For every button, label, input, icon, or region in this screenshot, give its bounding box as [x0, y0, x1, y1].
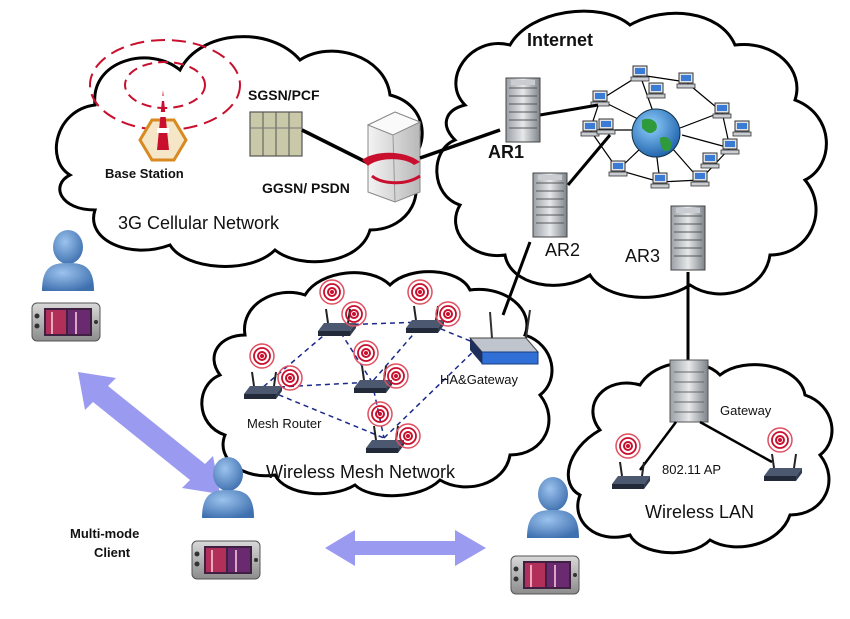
client-device-icon-2 — [191, 540, 261, 580]
sgsn-pcf-icon — [249, 111, 303, 157]
mesh-network-label: Wireless Mesh Network — [266, 462, 456, 482]
ar2-router-icon — [532, 172, 568, 238]
wlan-gateway-icon — [669, 359, 709, 423]
internet-label: Internet — [527, 30, 593, 50]
ar3-router-icon — [670, 205, 706, 271]
client-person-icon-1 — [42, 230, 94, 291]
client-device-icon-1 — [31, 302, 101, 342]
ar3-label: AR3 — [625, 246, 660, 266]
ar2-ring-link — [566, 134, 612, 186]
ar1-label: AR1 — [488, 142, 524, 162]
ar2-ha-link — [501, 241, 532, 316]
wlan-gateway-label: Gateway — [720, 403, 772, 418]
ap-right-signal — [767, 427, 793, 453]
cellular-network-label: 3G Cellular Network — [118, 213, 280, 233]
mesh-router-label: Mesh Router — [247, 416, 322, 431]
ap-label: 802.11 AP — [662, 462, 721, 477]
client-label-line2: Client — [94, 545, 131, 560]
gateway-ap-left-link — [639, 421, 677, 471]
wlan-label: Wireless LAN — [645, 502, 754, 522]
ar1-ring-link — [539, 103, 599, 117]
base-station-icon — [138, 90, 188, 162]
globe-icon — [631, 108, 681, 158]
client-label-line1: Multi-mode — [70, 526, 139, 541]
sgsn-label: SGSN/PCF — [248, 87, 320, 103]
sgsn-ggsn-link — [301, 128, 373, 167]
base-station-label: Base Station — [105, 166, 184, 181]
ggsn-server-icon — [362, 111, 422, 203]
ha-gateway-router-icon — [468, 309, 540, 365]
ar2-label: AR2 — [545, 240, 580, 260]
mobility-arrow-diagonal — [78, 372, 220, 494]
gateway-ap-right-link — [699, 420, 773, 464]
ggsn-ar1-link — [419, 128, 501, 160]
ap-left-signal — [615, 433, 641, 459]
ggsn-label: GGSN/ PSDN — [262, 180, 350, 196]
client-device-icon-3 — [510, 555, 580, 595]
ar1-router-icon — [505, 77, 541, 143]
ha-gateway-label: HA&Gateway — [440, 372, 519, 387]
mobility-arrow-horizontal — [325, 530, 486, 566]
